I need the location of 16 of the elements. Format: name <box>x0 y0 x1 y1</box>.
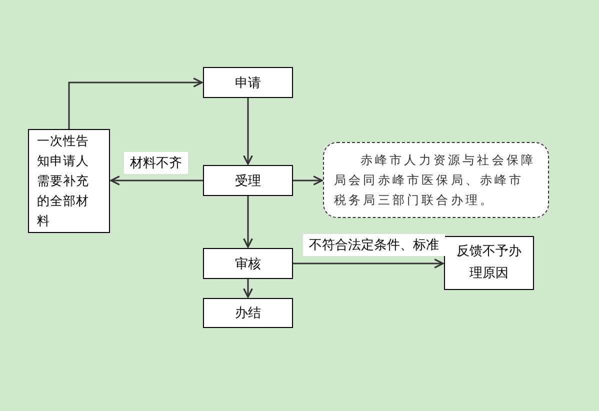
arrow <box>243 98 253 165</box>
edge-label: 材料不齐 <box>124 152 188 174</box>
arrow <box>293 176 323 186</box>
arrow <box>68 78 203 129</box>
arrow <box>243 196 253 248</box>
arrow <box>110 176 203 186</box>
arrow <box>293 258 444 268</box>
arrow <box>243 279 253 298</box>
process-box: 一次性告知申请人需要补充的全部材料 <box>28 129 110 233</box>
process-box: 申请 <box>203 67 293 98</box>
process-box: 反馈不予办理原因 <box>444 236 534 290</box>
process-box: 受理 <box>203 165 293 196</box>
note-box: 赤峰市人力资源与社会保障局会同赤峰市医保局、赤峰市税务局三部门联合办理。 <box>323 142 549 218</box>
process-box: 办结 <box>203 298 293 328</box>
edge-label: 不符合法定条件、标准 <box>303 234 445 256</box>
process-box: 审核 <box>203 248 293 279</box>
